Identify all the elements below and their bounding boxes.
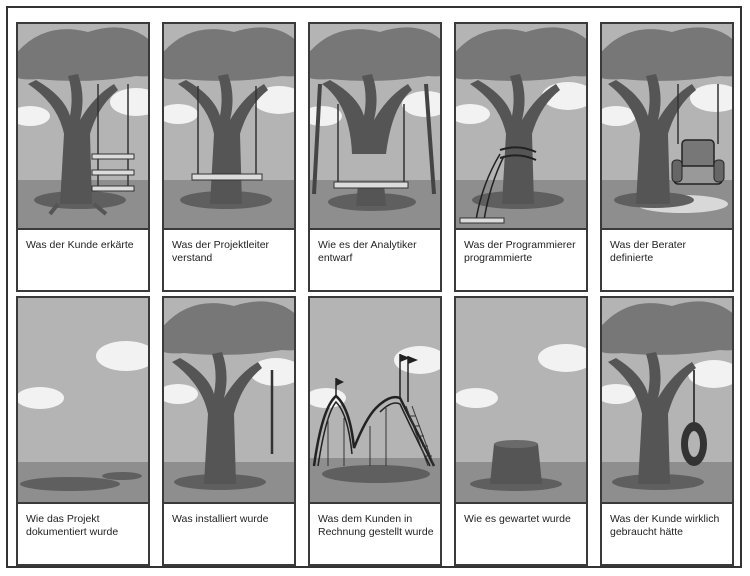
comic-panel-1: Was der Kunde erkärte [16,22,150,292]
panel-caption: Wie es der Analytiker entwarf [310,228,440,290]
comic-panel-10: Was der Kunde wirklich gebraucht hätte [600,296,734,566]
panel-caption: Was installiert wurde [164,502,294,564]
panel-caption: Was der Kunde wirklich gebraucht hätte [602,502,732,564]
comic-panel-2: Was der Projektleiter verstand [162,22,296,292]
panel-illustration-tree-stump [456,298,586,502]
panel-illustration-swing-around-trunk [164,24,294,228]
comic-panel-9: Wie es gewartet wurde [454,296,588,566]
comic-panel-3: Wie es der Analytiker entwarf [308,22,442,292]
panel-illustration-rope-tied-to-trunk [456,24,586,228]
comic-panel-5: Was der Berater definierte [600,22,734,292]
panel-caption: Was der Berater definierte [602,228,732,290]
panel-caption: Was der Projektleiter verstand [164,228,294,290]
comic-frame: Was der Kunde erkärte Was der Projektlei… [6,6,742,568]
comic-panel-4: Was der Programmierer programmierte [454,22,588,292]
comic-panel-8: Was dem Kunden in Rechnung gestellt wurd… [308,296,442,566]
panel-caption: Was der Kunde erkärte [18,228,148,290]
panel-illustration-single-rope [164,298,294,502]
panel-illustration-swing-three-boards [18,24,148,228]
panel-caption: Was dem Kunden in Rechnung gestellt wurd… [310,502,440,564]
comic-panel-7: Was installiert wurde [162,296,296,566]
panel-illustration-tire-swing [602,298,732,502]
panel-illustration-roller-coaster [310,298,440,502]
panel-illustration-armchair-swing [602,24,732,228]
panel-caption: Was der Programmierer programmierte [456,228,586,290]
panel-caption: Wie es gewartet wurde [456,502,586,564]
panel-caption: Wie das Projekt dokumentiert wurde [18,502,148,564]
panel-illustration-swing-cut-trunk [310,24,440,228]
comic-panel-6: Wie das Projekt dokumentiert wurde [16,296,150,566]
panel-illustration-empty-field [18,298,148,502]
